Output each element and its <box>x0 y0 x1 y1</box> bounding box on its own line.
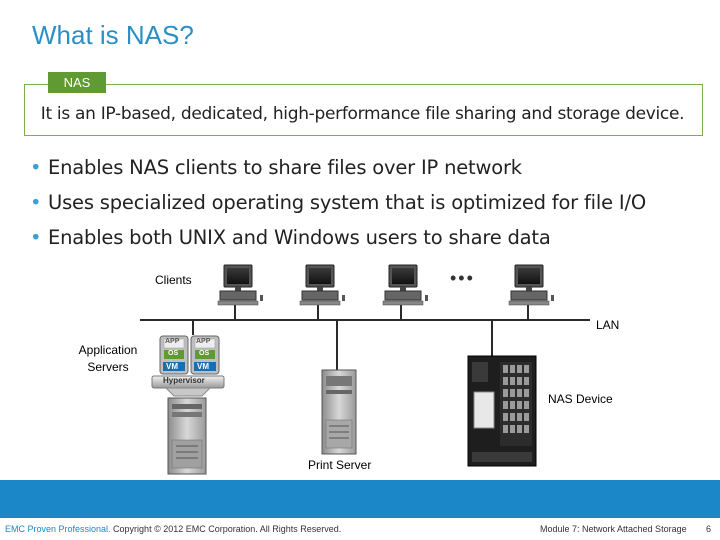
client-computer-icon <box>382 264 429 306</box>
page-title: What is NAS? <box>32 20 194 50</box>
page-number: 6 <box>706 524 712 534</box>
bullet-text: Uses specialized operating system that i… <box>48 191 646 214</box>
vm-icon <box>159 335 189 375</box>
vm-app-label: APP <box>196 338 211 345</box>
bullet-icon: • <box>30 226 42 249</box>
bullet-text: Enables NAS clients to share files over … <box>48 156 522 179</box>
client-computer-icon <box>508 264 555 306</box>
clients-label: Clients <box>155 273 192 287</box>
hypervisor-label: Hypervisor <box>163 376 205 385</box>
vm-os-label: OS <box>199 350 210 357</box>
bullet-item: • Enables NAS clients to share files over… <box>30 156 522 179</box>
vm-icon <box>190 335 220 375</box>
lan-label: LAN <box>596 318 620 332</box>
nas-network-diagram <box>140 264 590 475</box>
application-server-icon <box>167 397 207 475</box>
client-computer-icon <box>299 264 346 306</box>
footer-copyright: EMC Proven Professional. Copyright © 201… <box>5 524 341 534</box>
nas-device-icon <box>467 355 537 467</box>
footer-brand: EMC Proven Professional. <box>5 524 111 534</box>
definition-tag: NAS <box>48 72 106 93</box>
bullet-icon: • <box>30 156 42 179</box>
vm-os-label: OS <box>168 350 179 357</box>
client-computer-icon <box>217 264 264 306</box>
definition-text: It is an IP-based, dedicated, high-perfo… <box>40 104 685 124</box>
bullet-text: Enables both UNIX and Windows users to s… <box>48 226 551 249</box>
vm-vm-label: VM <box>197 362 209 371</box>
more-clients-ellipsis: ••• <box>450 268 475 288</box>
footer-copyright-text: Copyright © 2012 EMC Corporation. All Ri… <box>110 524 342 534</box>
bullet-icon: • <box>30 191 42 214</box>
application-servers-label: Application Servers <box>68 342 148 376</box>
print-server-label: Print Server <box>308 458 372 472</box>
application-servers-label-line: Application <box>78 343 138 357</box>
footer-bar <box>0 480 720 518</box>
vm-vm-label: VM <box>166 362 178 371</box>
hypervisor-icon <box>151 375 225 397</box>
bullet-item: • Uses specialized operating system that … <box>30 191 646 214</box>
application-servers-label-line: Servers <box>87 360 129 374</box>
nas-device-label: NAS Device <box>548 392 613 406</box>
print-server-icon <box>321 369 357 455</box>
footer-module: Module 7: Network Attached Storage <box>540 524 687 534</box>
bullet-item: • Enables both UNIX and Windows users to … <box>30 226 551 249</box>
vm-app-label: APP <box>165 338 180 345</box>
definition-box <box>24 84 703 136</box>
